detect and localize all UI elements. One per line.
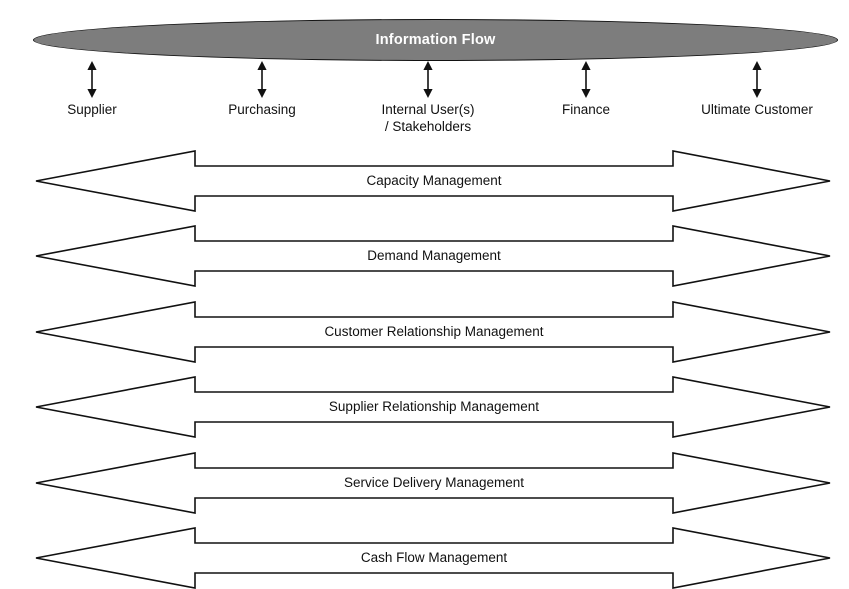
vertical-double-arrow-icon (257, 61, 267, 98)
process-arrow-6: Cash Flow Management (0, 527, 849, 589)
vertical-double-arrow-icon (752, 61, 762, 98)
process-arrow-1: Capacity Management (0, 150, 849, 212)
process-arrow-2: Demand Management (0, 225, 849, 287)
double-headed-arrow-shape (35, 301, 831, 363)
vertical-double-arrow-icon (581, 61, 591, 98)
process-arrow-label-1: Capacity Management (366, 173, 502, 188)
process-arrow-label-6: Cash Flow Management (360, 550, 508, 565)
vertical-double-arrow-icon (87, 61, 97, 98)
process-arrow-label-3: Customer Relationship Management (324, 324, 544, 339)
process-arrow-4: Supplier Relationship Management (0, 376, 849, 438)
process-arrow-label-4: Supplier Relationship Management (328, 399, 540, 414)
double-headed-arrow-shape (35, 527, 831, 589)
actor-label-5: Ultimate Customer (701, 102, 813, 117)
information-flow-ellipse: Information Flow (33, 19, 838, 61)
process-arrow-label-2: Demand Management (367, 248, 501, 263)
double-headed-arrow-shape (35, 452, 831, 514)
actor-label-4: Finance (561, 102, 611, 117)
double-headed-arrow-shape (35, 376, 831, 438)
process-arrow-5: Service Delivery Management (0, 452, 849, 514)
double-headed-arrow-shape (35, 150, 831, 212)
vertical-double-arrow-icon (423, 61, 433, 98)
process-arrow-label-5: Service Delivery Management (343, 475, 525, 490)
actor-label-2: Purchasing (228, 102, 296, 117)
actor-label-1: Supplier (67, 102, 117, 117)
double-headed-arrow-shape (35, 225, 831, 287)
information-flow-label: Information Flow (375, 32, 496, 48)
process-arrow-3: Customer Relationship Management (0, 301, 849, 363)
actor-label-3: Internal User(s) / Stakeholders (381, 102, 475, 134)
